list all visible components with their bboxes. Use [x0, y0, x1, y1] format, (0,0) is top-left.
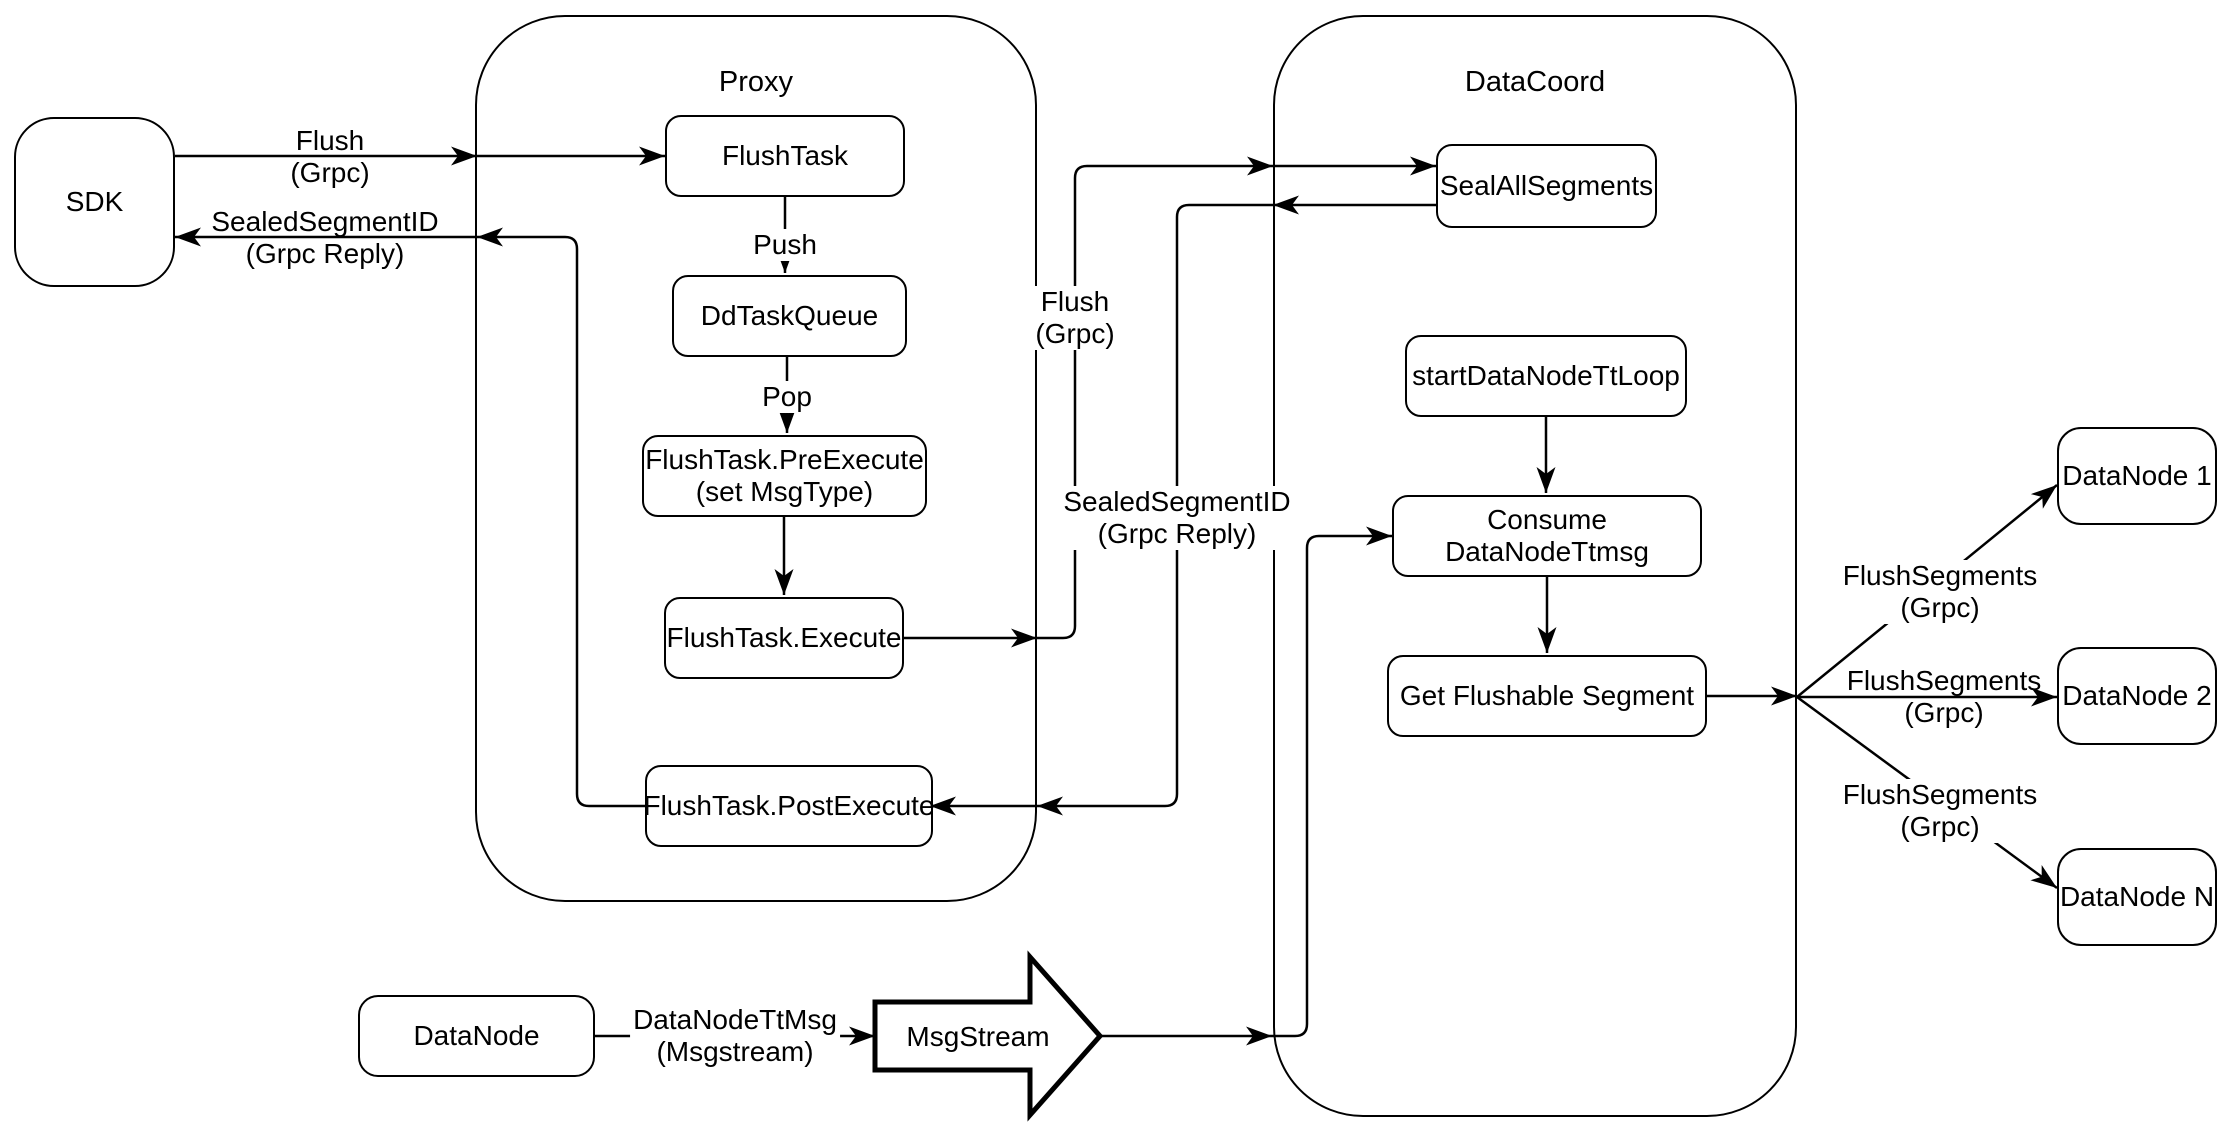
edge-label-flushsegments-1: FlushSegments (Grpc)	[1839, 560, 2041, 624]
edge-label-line: (Grpc)	[1839, 811, 2041, 843]
edge-msgstream-to-consume	[1100, 534, 1392, 1038]
edge-label-datanodettmsg: DataNodeTtMsg (Msgstream)	[630, 1004, 840, 1068]
edge-label-line: (Msgstream)	[630, 1036, 840, 1068]
node-consume-datanodettmsg: Consume DataNodeTtmsg	[1392, 495, 1702, 577]
node-postexecute-label: FlushTask.PostExecute	[643, 790, 935, 821]
edge-label-line: (Grpc)	[1839, 592, 2041, 624]
node-preexecute-label-line2: (set MsgType)	[695, 476, 874, 507]
node-preexecute: FlushTask.PreExecute (set MsgType)	[642, 435, 927, 517]
node-sealallsegments-label: SealAllSegments	[1439, 170, 1654, 201]
node-datanode-2-label: DataNode 2	[2062, 680, 2212, 711]
edge-label-line: (Grpc)	[1904, 697, 1984, 728]
node-execute-label: FlushTask.Execute	[666, 622, 902, 653]
node-datanode-1-label: DataNode 1	[2062, 460, 2212, 491]
edge-label-line: SealedSegmentID	[1060, 486, 1294, 518]
node-datanode-label: DataNode	[413, 1020, 540, 1051]
edge-label-flushsegments-3: FlushSegments (Grpc)	[1839, 779, 2041, 843]
edge-label-line: (Grpc)	[290, 157, 370, 188]
node-preexecute-label-line1: FlushTask.PreExecute	[645, 444, 924, 475]
edge-label-line: Pop	[759, 381, 815, 413]
node-postexecute: FlushTask.PostExecute	[643, 765, 935, 847]
node-flushtask: FlushTask	[665, 115, 905, 197]
proxy-container-label: Proxy	[718, 66, 794, 98]
node-startdatanodettloop: startDataNodeTtLoop	[1405, 335, 1687, 417]
node-datanode-n-label: DataNode N	[2059, 881, 2215, 912]
edge-label-line: FlushSegments	[1846, 665, 2042, 696]
proxy-container: Proxy	[475, 15, 1037, 902]
node-sdk-label: SDK	[65, 186, 124, 217]
edge-execute-to-sealallsegments	[904, 164, 1436, 640]
node-ddtaskqueue: DdTaskQueue	[672, 275, 907, 357]
edge-label-line: DataNodeTtMsg	[630, 1004, 840, 1036]
edge-label-sealedsegmentid-sdk: SealedSegmentID (Grpc Reply)	[208, 206, 441, 270]
node-get-flushable-segment: Get Flushable Segment	[1387, 655, 1707, 737]
edge-label-line: FlushSegments	[1839, 779, 2041, 811]
edge-label-pop: Pop	[759, 381, 815, 413]
node-datanode-2: DataNode 2	[2057, 647, 2217, 745]
node-startdatanodettloop-label: startDataNodeTtLoop	[1412, 360, 1680, 391]
msgstream-block-arrow	[872, 950, 1104, 1122]
node-sdk: SDK	[14, 117, 175, 287]
node-consume-datanodettmsg-label: Consume DataNodeTtmsg	[1445, 504, 1649, 567]
edge-label-line: FlushSegments	[1839, 560, 2041, 592]
edge-label-line: SealedSegmentID	[211, 206, 439, 237]
node-datanode-n: DataNode N	[2057, 848, 2217, 946]
edge-label-line: (Grpc Reply)	[1060, 518, 1294, 550]
edge-label-line: (Grpc)	[1032, 318, 1118, 350]
edge-label-flush-grpc-sdk: Flush (Grpc)	[287, 125, 372, 189]
node-flushtask-label: FlushTask	[721, 140, 849, 171]
node-execute: FlushTask.Execute	[664, 597, 904, 679]
edge-label-line: Push	[750, 229, 820, 261]
node-ddtaskqueue-label: DdTaskQueue	[700, 300, 879, 331]
msgstream-label: MsgStream	[906, 1021, 1050, 1052]
edge-label-line: (Grpc Reply)	[245, 238, 405, 269]
edge-label-flush-grpc-datacoord: Flush (Grpc)	[1032, 286, 1118, 350]
edge-label-sealedsegmentid-reply: SealedSegmentID (Grpc Reply)	[1060, 486, 1294, 550]
datacoord-container: DataCoord	[1273, 15, 1797, 1117]
edge-label-line: Flush	[1032, 286, 1118, 318]
edge-label-flushsegments-2: FlushSegments (Grpc)	[1844, 665, 2045, 729]
edge-label-push: Push	[750, 229, 820, 261]
node-sealallsegments: SealAllSegments	[1436, 144, 1657, 228]
edge-postexecute-to-sdk	[175, 235, 645, 808]
edge-label-line: Flush	[295, 125, 365, 156]
node-datanode-1: DataNode 1	[2057, 427, 2217, 525]
arrowheads	[175, 146, 2064, 1046]
node-datanode: DataNode	[358, 995, 595, 1077]
node-get-flushable-segment-label: Get Flushable Segment	[1399, 680, 1695, 711]
datacoord-container-label: DataCoord	[1464, 66, 1606, 98]
